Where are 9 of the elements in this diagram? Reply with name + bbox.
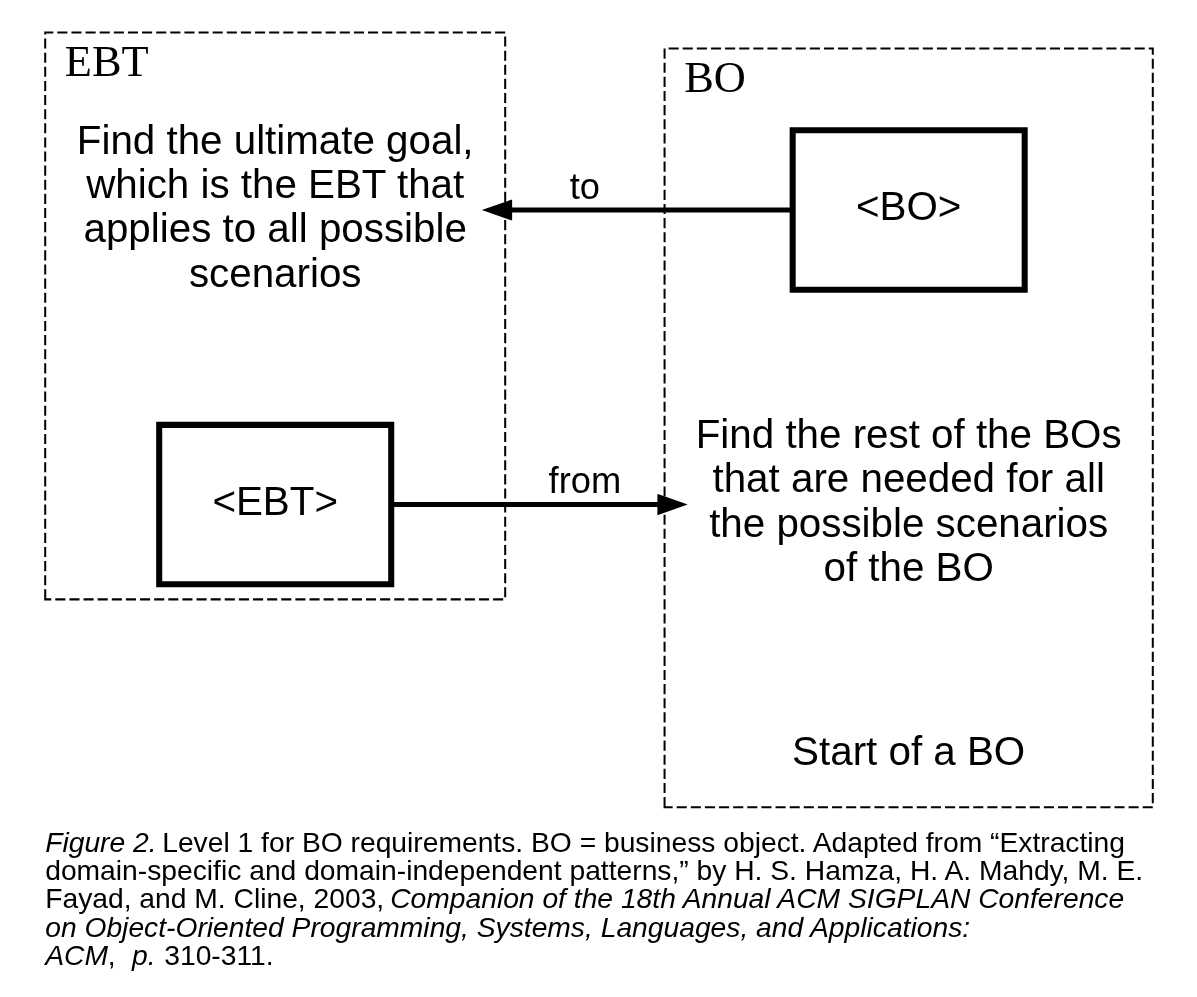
label: Start of a BO — [791, 727, 1025, 774]
node-text: Find the ultimate goal, which is the EBT that applies to all possible scenarios — [76, 116, 474, 296]
node-text: Find the rest of the BOs that are needed for all the possible scenarios of the BO — [695, 411, 1122, 591]
node-box: <BO> — [789, 127, 1028, 293]
caption: Figure 2. Level 1 for BO requirements. BO = business object. Adapted from “Extracting domain-specific and domain-independent patterns,” by H. S. Hamza, H. A. Mahdy, M. E. Fayad, and M. Cline, 2003, Companion of the 18th Annual ACM SIGPLAN Conference on Object-Oriented Programming, Systems, Languages, and Applications: ACM, p. 310-311. — [44, 825, 1143, 971]
node-box: <EBT> — [155, 421, 394, 588]
edge-label: to — [569, 165, 600, 207]
edge-label: from — [548, 460, 621, 502]
arrow — [481, 199, 792, 221]
